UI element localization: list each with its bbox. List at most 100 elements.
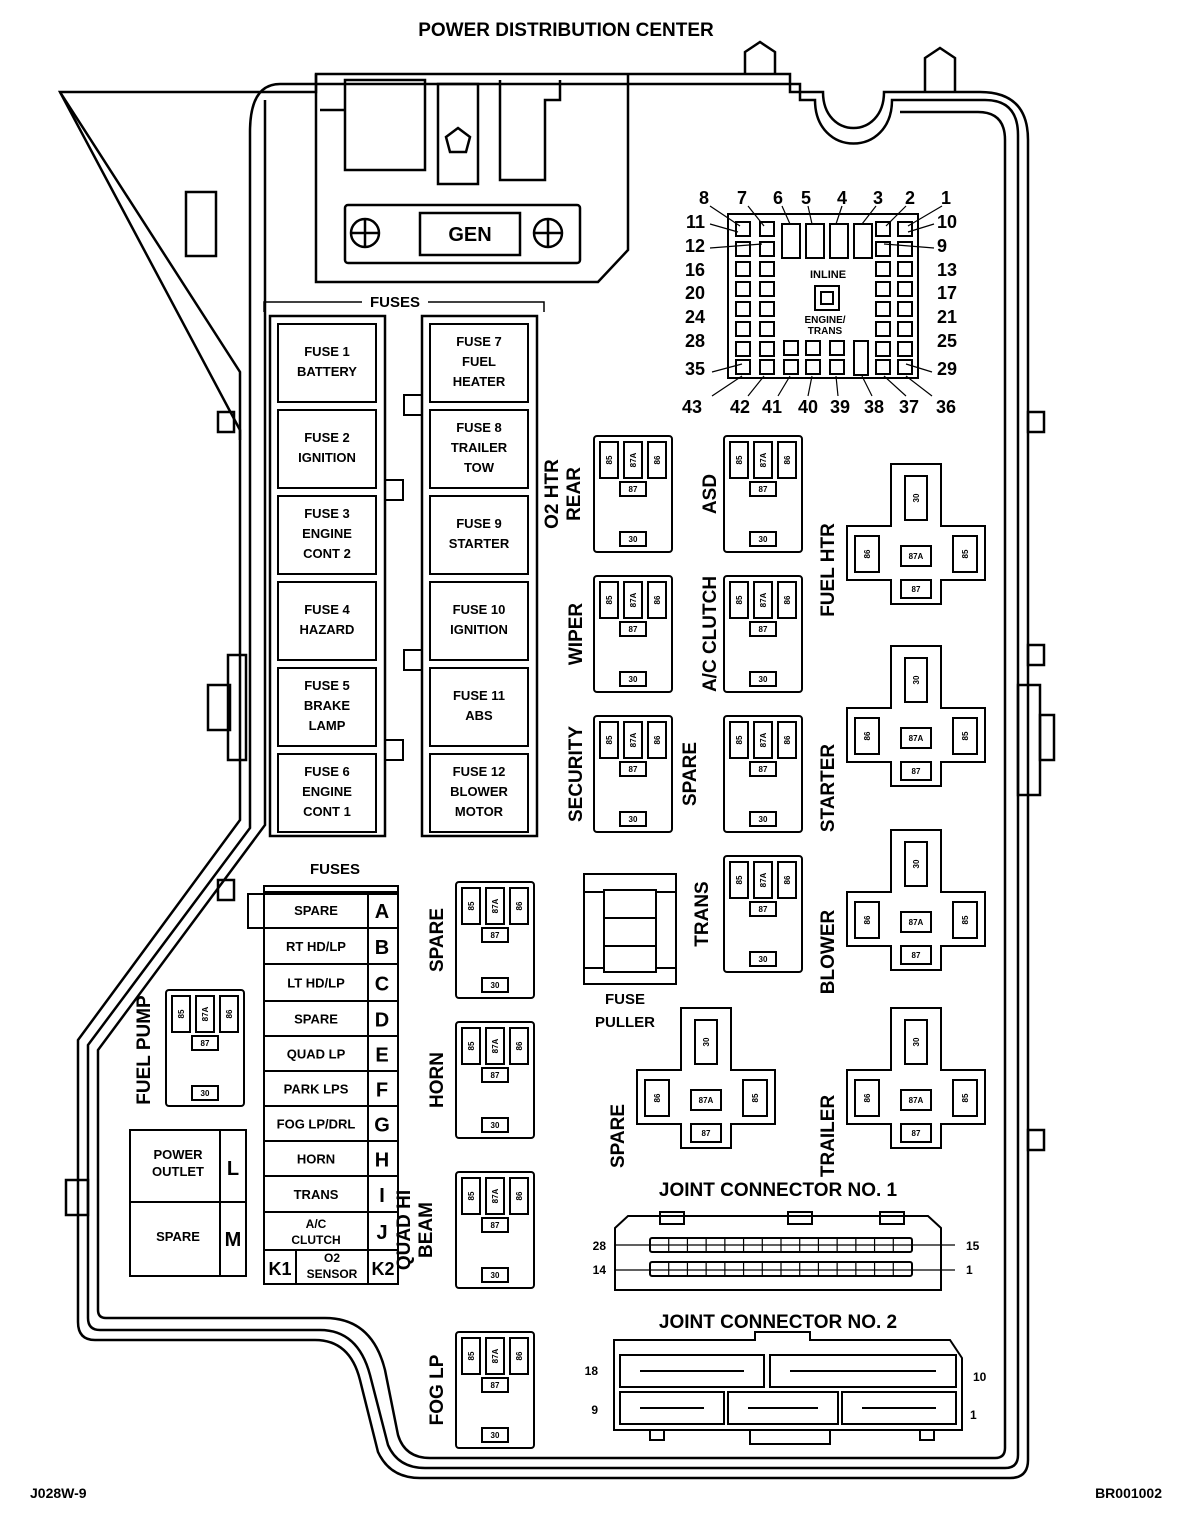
mini-fuse-label: SPARE <box>294 1012 338 1027</box>
inline-pin-number: 4 <box>837 188 847 208</box>
relay-pin-label-30: 30 <box>759 675 768 684</box>
relay-pin-87 <box>481 927 509 943</box>
relay-pin-87a <box>485 1177 505 1215</box>
relay-pin-label-87a: 87A <box>629 452 638 467</box>
inline-terminal <box>805 223 825 259</box>
relay-pin-label-87: 87 <box>491 1381 500 1390</box>
joint-connector-1-cells <box>668 1238 894 1276</box>
leader-line <box>883 375 907 397</box>
mini-relay-name: ASD <box>700 474 721 514</box>
relay-pin-87a <box>900 911 932 933</box>
mini-relay-name: SPARE <box>427 908 448 972</box>
relay-pin-85 <box>952 901 978 939</box>
relay-pin-87a <box>753 721 773 759</box>
relay-pin-label-85: 85 <box>605 735 614 744</box>
relay-pin-label-86: 86 <box>225 1009 234 1018</box>
big-relay-name: STARTER <box>818 744 839 833</box>
relay-pin-label-86: 86 <box>863 549 872 558</box>
inline-terminal <box>875 241 891 257</box>
inline-pin-number: 35 <box>685 359 705 379</box>
relay-body <box>723 715 803 833</box>
relay-pin-87 <box>900 1123 932 1143</box>
relay-pin-85 <box>742 1079 768 1117</box>
relay-body <box>846 463 986 605</box>
inline-terminal <box>759 241 775 257</box>
big-fuse-label: FUSE 8 <box>456 420 502 435</box>
inline-pin-number: 37 <box>899 397 919 417</box>
big-fuse-label: MOTOR <box>455 804 504 819</box>
footer-right-code: BR001002 <box>1095 1485 1162 1501</box>
relay-pin-label-86: 86 <box>653 595 662 604</box>
relay-pin-85 <box>729 861 749 899</box>
relay-body <box>846 645 986 787</box>
diagram-title: POWER DISTRIBUTION CENTER <box>418 20 714 41</box>
fuse-panel-right <box>420 314 539 838</box>
relay-pin-30 <box>749 531 777 547</box>
relay-pin-87 <box>900 579 932 599</box>
fuses-label-bottom: FUSES <box>310 861 360 878</box>
relay-pin-label-87a: 87A <box>909 918 924 927</box>
big-relay-name: BLOWER <box>818 910 839 995</box>
relay-pin-30 <box>904 475 928 521</box>
mini-fuse-block <box>263 891 399 1285</box>
relay-pin-label-85: 85 <box>735 735 744 744</box>
relay-pin-30 <box>481 977 509 993</box>
relay-pin-label-30: 30 <box>629 535 638 544</box>
mini-fuse-label: FOG LP/DRL <box>277 1117 356 1132</box>
mini-relay-name: WIPER <box>566 603 587 666</box>
relay-pin-30 <box>619 531 647 547</box>
relay-pin-86 <box>854 535 880 573</box>
inline-pin-number: 41 <box>762 397 782 417</box>
leader-line <box>781 205 791 225</box>
relay-pin-label-86: 86 <box>515 901 524 910</box>
big-fuse-label: BRAKE <box>304 698 351 713</box>
inline-pin-number: 2 <box>905 188 915 208</box>
inline-terminal <box>875 359 891 375</box>
relay-pin-87a <box>623 581 643 619</box>
fuse-puller-label-1: FUSE <box>605 991 645 1008</box>
inline-pin-number: 36 <box>936 397 956 417</box>
inline-pin-number: 40 <box>798 397 818 417</box>
relay-pin-label-86: 86 <box>653 1093 662 1102</box>
inline-terminal <box>875 301 891 317</box>
inline-terminal <box>897 359 913 375</box>
inline-terminal <box>853 223 873 259</box>
jc2-pin-top-right: 10 <box>973 1370 987 1384</box>
relay-pin-87a <box>900 1089 932 1111</box>
big-fuse-body <box>429 495 529 575</box>
leader-line <box>711 363 743 373</box>
inline-terminal <box>759 281 775 297</box>
relay-pin-87a <box>623 441 643 479</box>
mini-fuse-block-outline <box>263 885 399 892</box>
big-fuse-label: TRAILER <box>451 440 508 455</box>
relay-pin-86 <box>509 1337 529 1375</box>
relay-pin-30 <box>904 657 928 703</box>
relay-pin-label-30: 30 <box>491 1271 500 1280</box>
leader-line <box>905 375 933 397</box>
inline-pin-number: 42 <box>730 397 750 417</box>
big-fuse-label: FUSE 11 <box>453 688 505 703</box>
inline-terminal <box>759 261 775 277</box>
relay-pin-label-86: 86 <box>783 735 792 744</box>
mini-fuse-letter: B <box>375 937 389 959</box>
mini-fuse-letter-k1: K1 <box>268 1259 291 1279</box>
inline-terminal <box>735 321 751 337</box>
relay-pin-87 <box>749 481 777 497</box>
joint-connector-2-title: JOINT CONNECTOR NO. 2 <box>659 1312 897 1333</box>
relay-pin-label-87a: 87A <box>759 452 768 467</box>
big-fuse-body <box>429 753 529 833</box>
inline-terminal <box>897 281 913 297</box>
